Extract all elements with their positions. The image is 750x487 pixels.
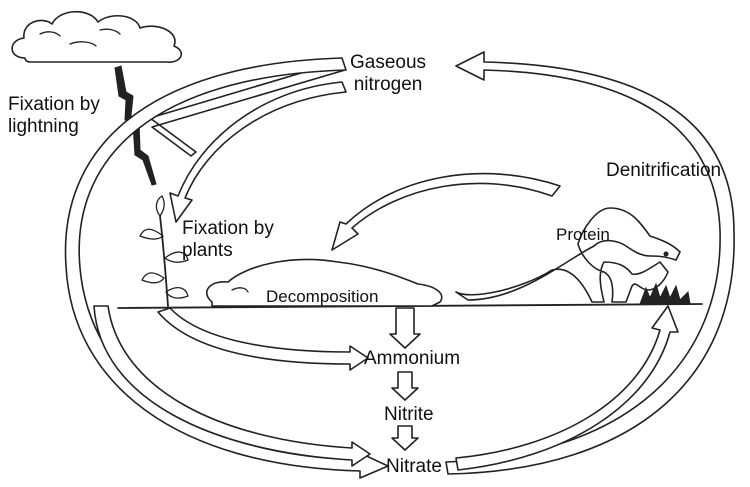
ammonium-to-nitrite-arrow: [392, 372, 418, 400]
protein-label: Protein: [556, 224, 610, 246]
gaseous-nitrogen-label: Gaseous nitrogen: [350, 52, 426, 96]
nitrate-label: Nitrate: [386, 456, 442, 478]
decomposition-to-ammonium-arrow: [390, 308, 420, 348]
nitrite-to-nitrate-arrow: [392, 426, 418, 450]
cloud-icon: [12, 12, 181, 62]
fixation-by-lightning-label: Fixation by lightning: [8, 94, 100, 138]
plant-to-ammonium-arrow: [158, 308, 368, 370]
ammonium-label: Ammonium: [364, 348, 460, 370]
denitrification-label: Denitrification: [606, 160, 721, 182]
decomposition-label: Decomposition: [266, 286, 378, 308]
protein-to-decomposition-arrow: [332, 174, 560, 250]
nitrite-label: Nitrite: [384, 404, 434, 426]
fixation-by-plants-label: Fixation by plants: [182, 218, 274, 262]
